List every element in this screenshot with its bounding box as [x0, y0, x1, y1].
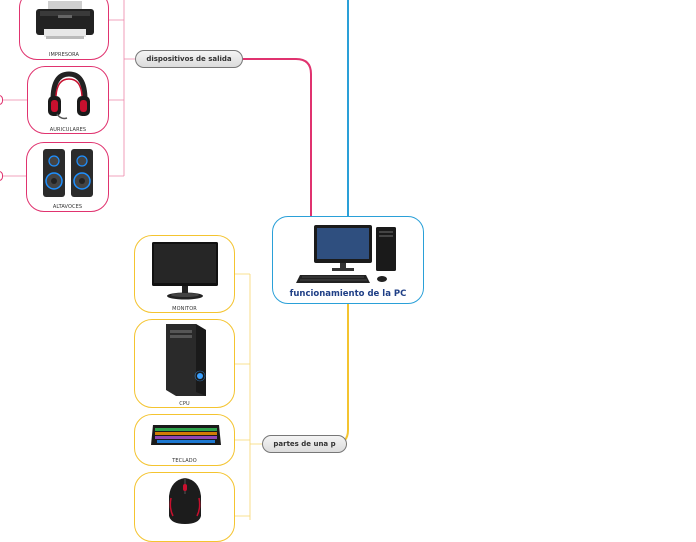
node-cpu[interactable]: CPU	[134, 319, 235, 408]
central-node[interactable]: funcionamiento de la PC	[272, 216, 424, 304]
node-mouse[interactable]	[134, 472, 235, 542]
mouse-icon	[169, 478, 201, 524]
node-label: ALTAVOCES	[52, 204, 83, 210]
speakers-icon	[43, 149, 93, 197]
node-auriculares[interactable]: AURICULARES	[27, 66, 109, 134]
branch-label: partes de una p	[273, 440, 336, 448]
node-impresora[interactable]: IMPRESORA	[19, 0, 109, 60]
connector-output-branch	[243, 58, 312, 216]
monitor-icon	[152, 242, 218, 300]
connector-output-items	[109, 0, 135, 177]
node-label: MONITOR	[172, 306, 197, 312]
branch-partes-pc[interactable]: partes de una p	[262, 435, 347, 453]
node-label: IMPRESORA	[48, 52, 80, 58]
branch-dispositivos-salida[interactable]: dispositivos de salida	[135, 50, 243, 68]
cpu-tower-icon	[166, 324, 206, 396]
branch-label: dispositivos de salida	[146, 55, 232, 63]
connector-parts-branch	[333, 304, 349, 445]
node-label: AURICULARES	[49, 127, 87, 133]
node-label: TECLADO	[172, 458, 197, 464]
connector-parts-items	[235, 273, 262, 520]
printer-icon	[36, 1, 94, 39]
node-monitor[interactable]: MONITOR	[134, 235, 235, 313]
node-label: CPU	[179, 401, 190, 407]
desktop-computer-icon	[296, 225, 396, 283]
keyboard-icon	[151, 425, 221, 445]
central-title: funcionamiento de la PC	[289, 289, 407, 299]
node-altavoces[interactable]: ALTAVOCES	[26, 142, 109, 212]
connector-output-left-stubs	[0, 99, 27, 177]
node-teclado[interactable]: TECLADO	[134, 414, 235, 466]
headphones-icon	[48, 71, 90, 120]
